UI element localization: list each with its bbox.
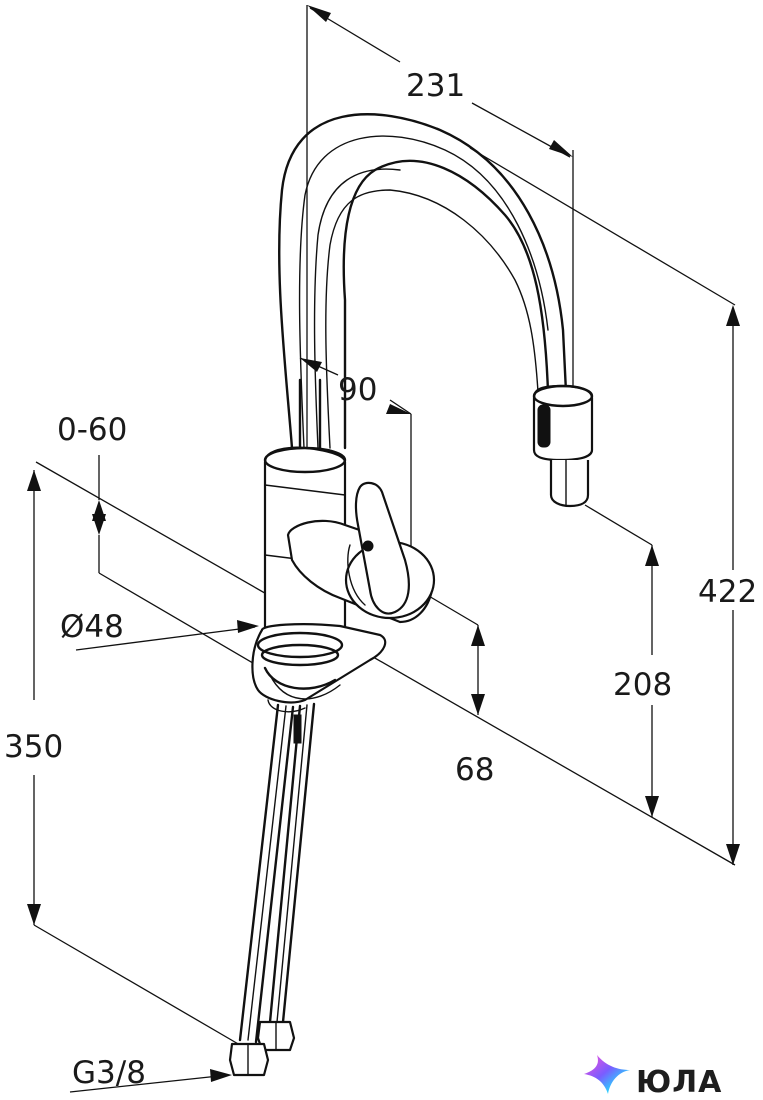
sparkle-icon [584,1055,630,1094]
dim-body-height: 68 [455,752,494,788]
watermark-logo: ЮЛА [584,1055,722,1100]
faucet-outline [228,113,594,1077]
dimension-arrowheads [27,5,740,1082]
dim-lever-rotation: 90 [338,372,377,408]
dim-spout-height: 208 [613,667,672,703]
dim-connection-thread: G3/8 [72,1055,146,1091]
dimension-labels: 231 90 0-60 Ø48 422 208 68 350 G3/8 [4,68,757,1091]
dim-total-height: 422 [698,574,757,610]
watermark-text: ЮЛА [636,1065,722,1100]
dim-handle-angle: 0-60 [57,412,127,448]
dim-base-diameter: Ø48 [60,609,124,645]
dim-spout-reach: 231 [406,68,465,104]
dim-hose-length: 350 [4,729,63,765]
